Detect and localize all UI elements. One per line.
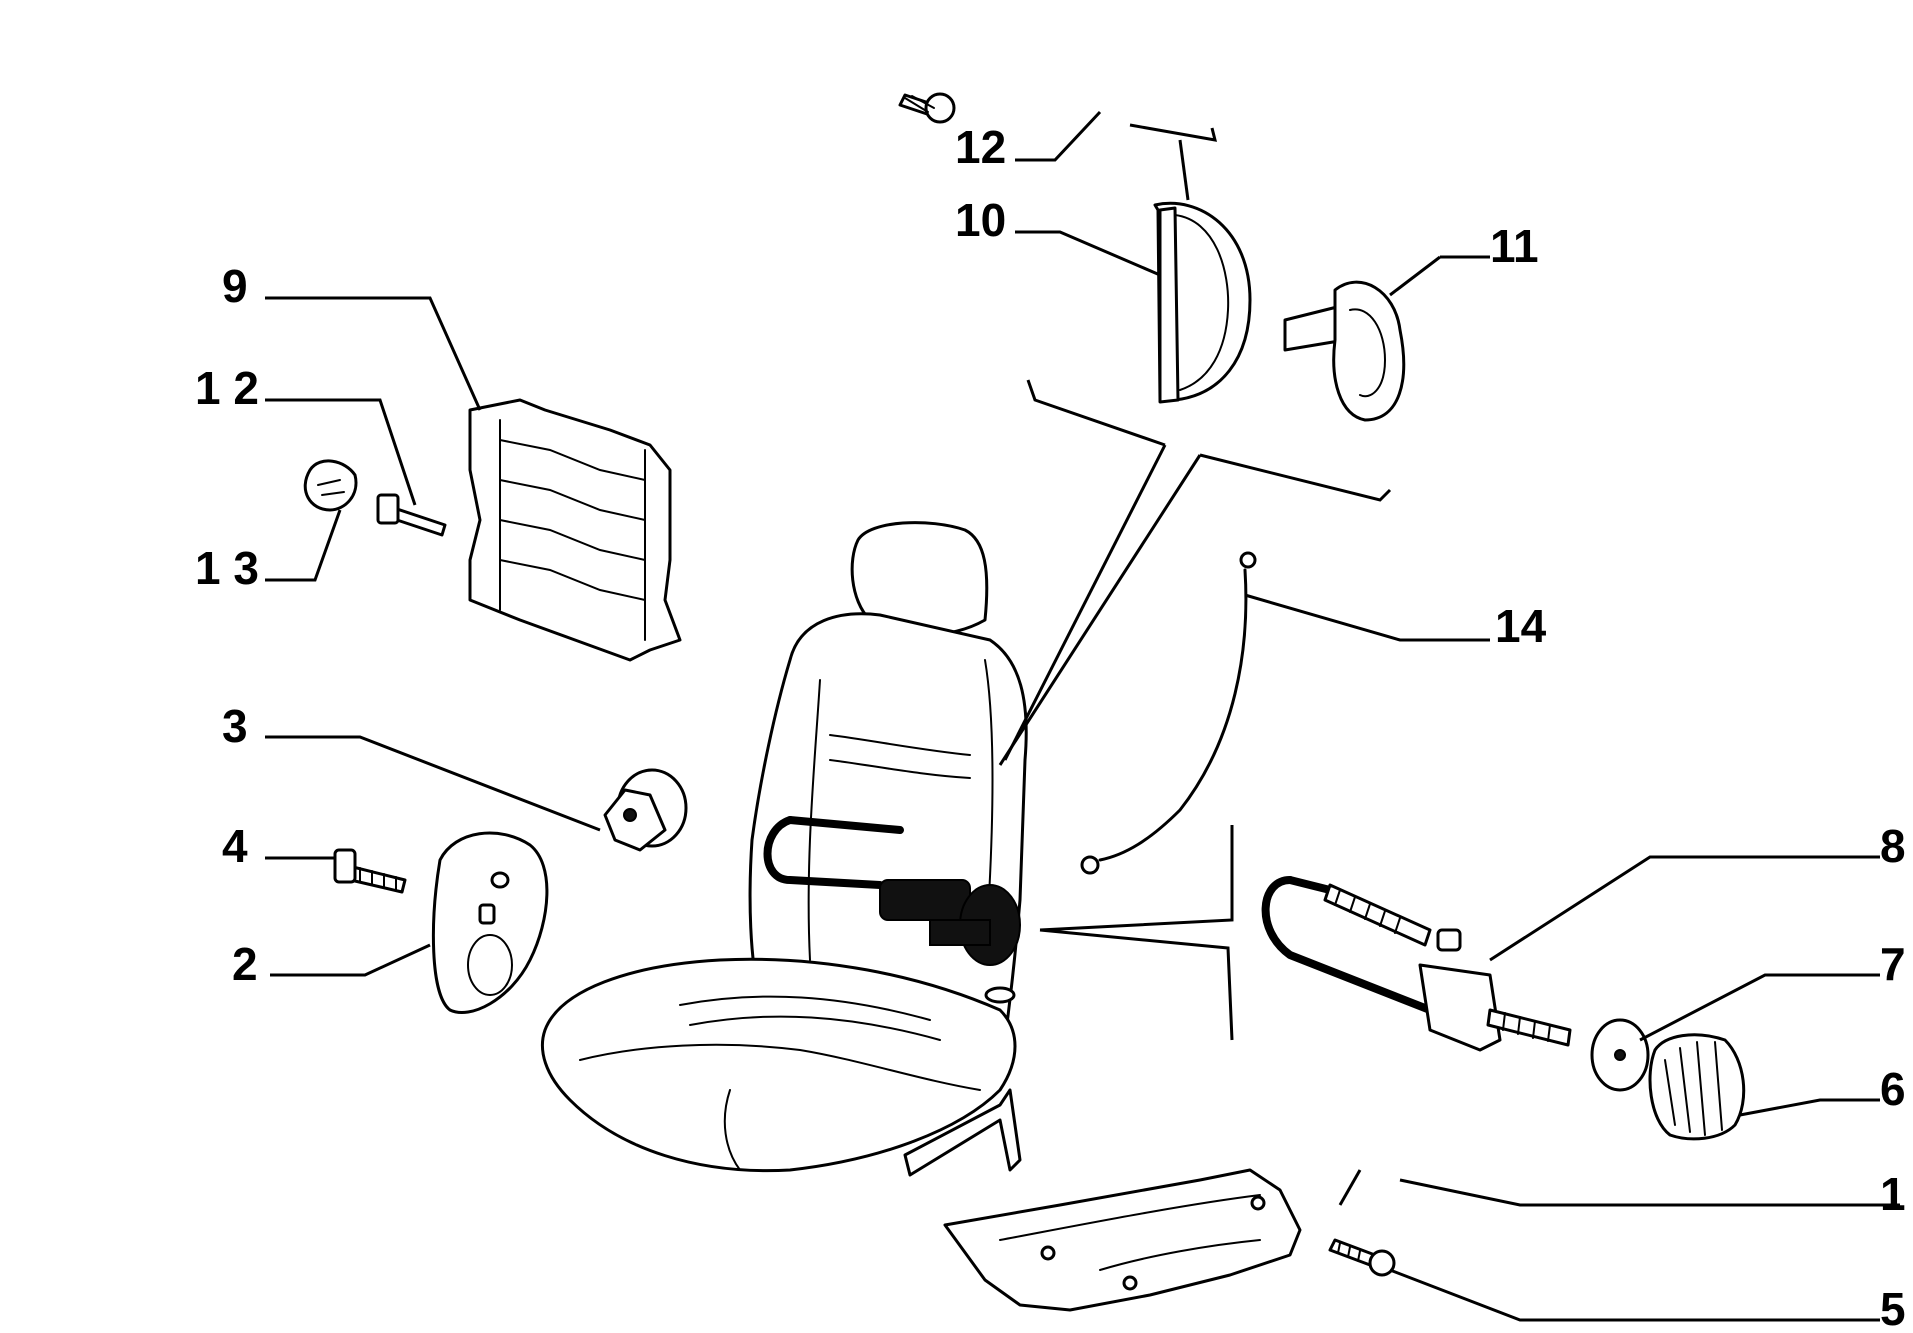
part-2-cover	[431, 831, 549, 1015]
callout-10: 10	[955, 194, 1006, 246]
backrest-stitch	[829, 734, 971, 756]
backrest-seam-left	[807, 679, 821, 961]
backrest-side-knob	[984, 986, 1016, 1004]
part-4-bolt	[333, 848, 407, 894]
callout-11: 11	[1490, 220, 1539, 272]
callout-labels: 12 10 11 9 1 2 1 3 14 3 4 8 7 2 6 1 5	[195, 121, 1906, 1333]
part-9-spring-mat	[468, 398, 682, 662]
leader-lines	[265, 110, 1880, 1322]
lumbar-mechanism-installed	[763, 816, 1021, 966]
callout-9: 9	[222, 260, 248, 312]
seat-rail	[903, 1088, 1022, 1177]
part-3-cam	[603, 768, 688, 852]
callout-14: 14	[1495, 600, 1547, 652]
cushion-seam-front	[579, 1043, 981, 1091]
cushion-seam-2	[689, 1015, 941, 1041]
part-8-lumbar-mechanism	[1261, 876, 1572, 1052]
callout-1: 1	[1880, 1168, 1906, 1220]
part-12-bolt-left	[376, 493, 447, 537]
callout-3: 3	[222, 700, 248, 752]
part-5-screw	[1328, 1238, 1396, 1277]
part-14-cable	[1080, 551, 1257, 875]
seat-assembly	[541, 521, 1028, 1177]
part-10-trim	[1153, 201, 1252, 404]
callout-13: 1 3	[195, 542, 259, 594]
part-1-side-panel	[943, 1168, 1302, 1312]
group-lines	[998, 123, 1900, 1207]
callout-6: 6	[1880, 1063, 1906, 1115]
cushion-seam-1	[679, 995, 931, 1021]
cushion-front-edge	[723, 1089, 741, 1171]
callout-12-left: 1 2	[195, 362, 259, 414]
part-7-washer	[1590, 1018, 1650, 1092]
callout-2: 2	[232, 938, 258, 990]
callout-5: 5	[1880, 1283, 1906, 1333]
callout-4: 4	[222, 820, 248, 872]
backrest-stitch-2	[829, 759, 971, 779]
callout-12-top: 12	[955, 121, 1006, 173]
part-11-handle	[1283, 280, 1406, 422]
part-12-screw-top	[898, 92, 956, 124]
part-13-clip	[303, 459, 358, 512]
callout-7: 7	[1880, 938, 1906, 990]
part-6-knob	[1648, 1033, 1746, 1141]
callout-8: 8	[1880, 820, 1906, 872]
